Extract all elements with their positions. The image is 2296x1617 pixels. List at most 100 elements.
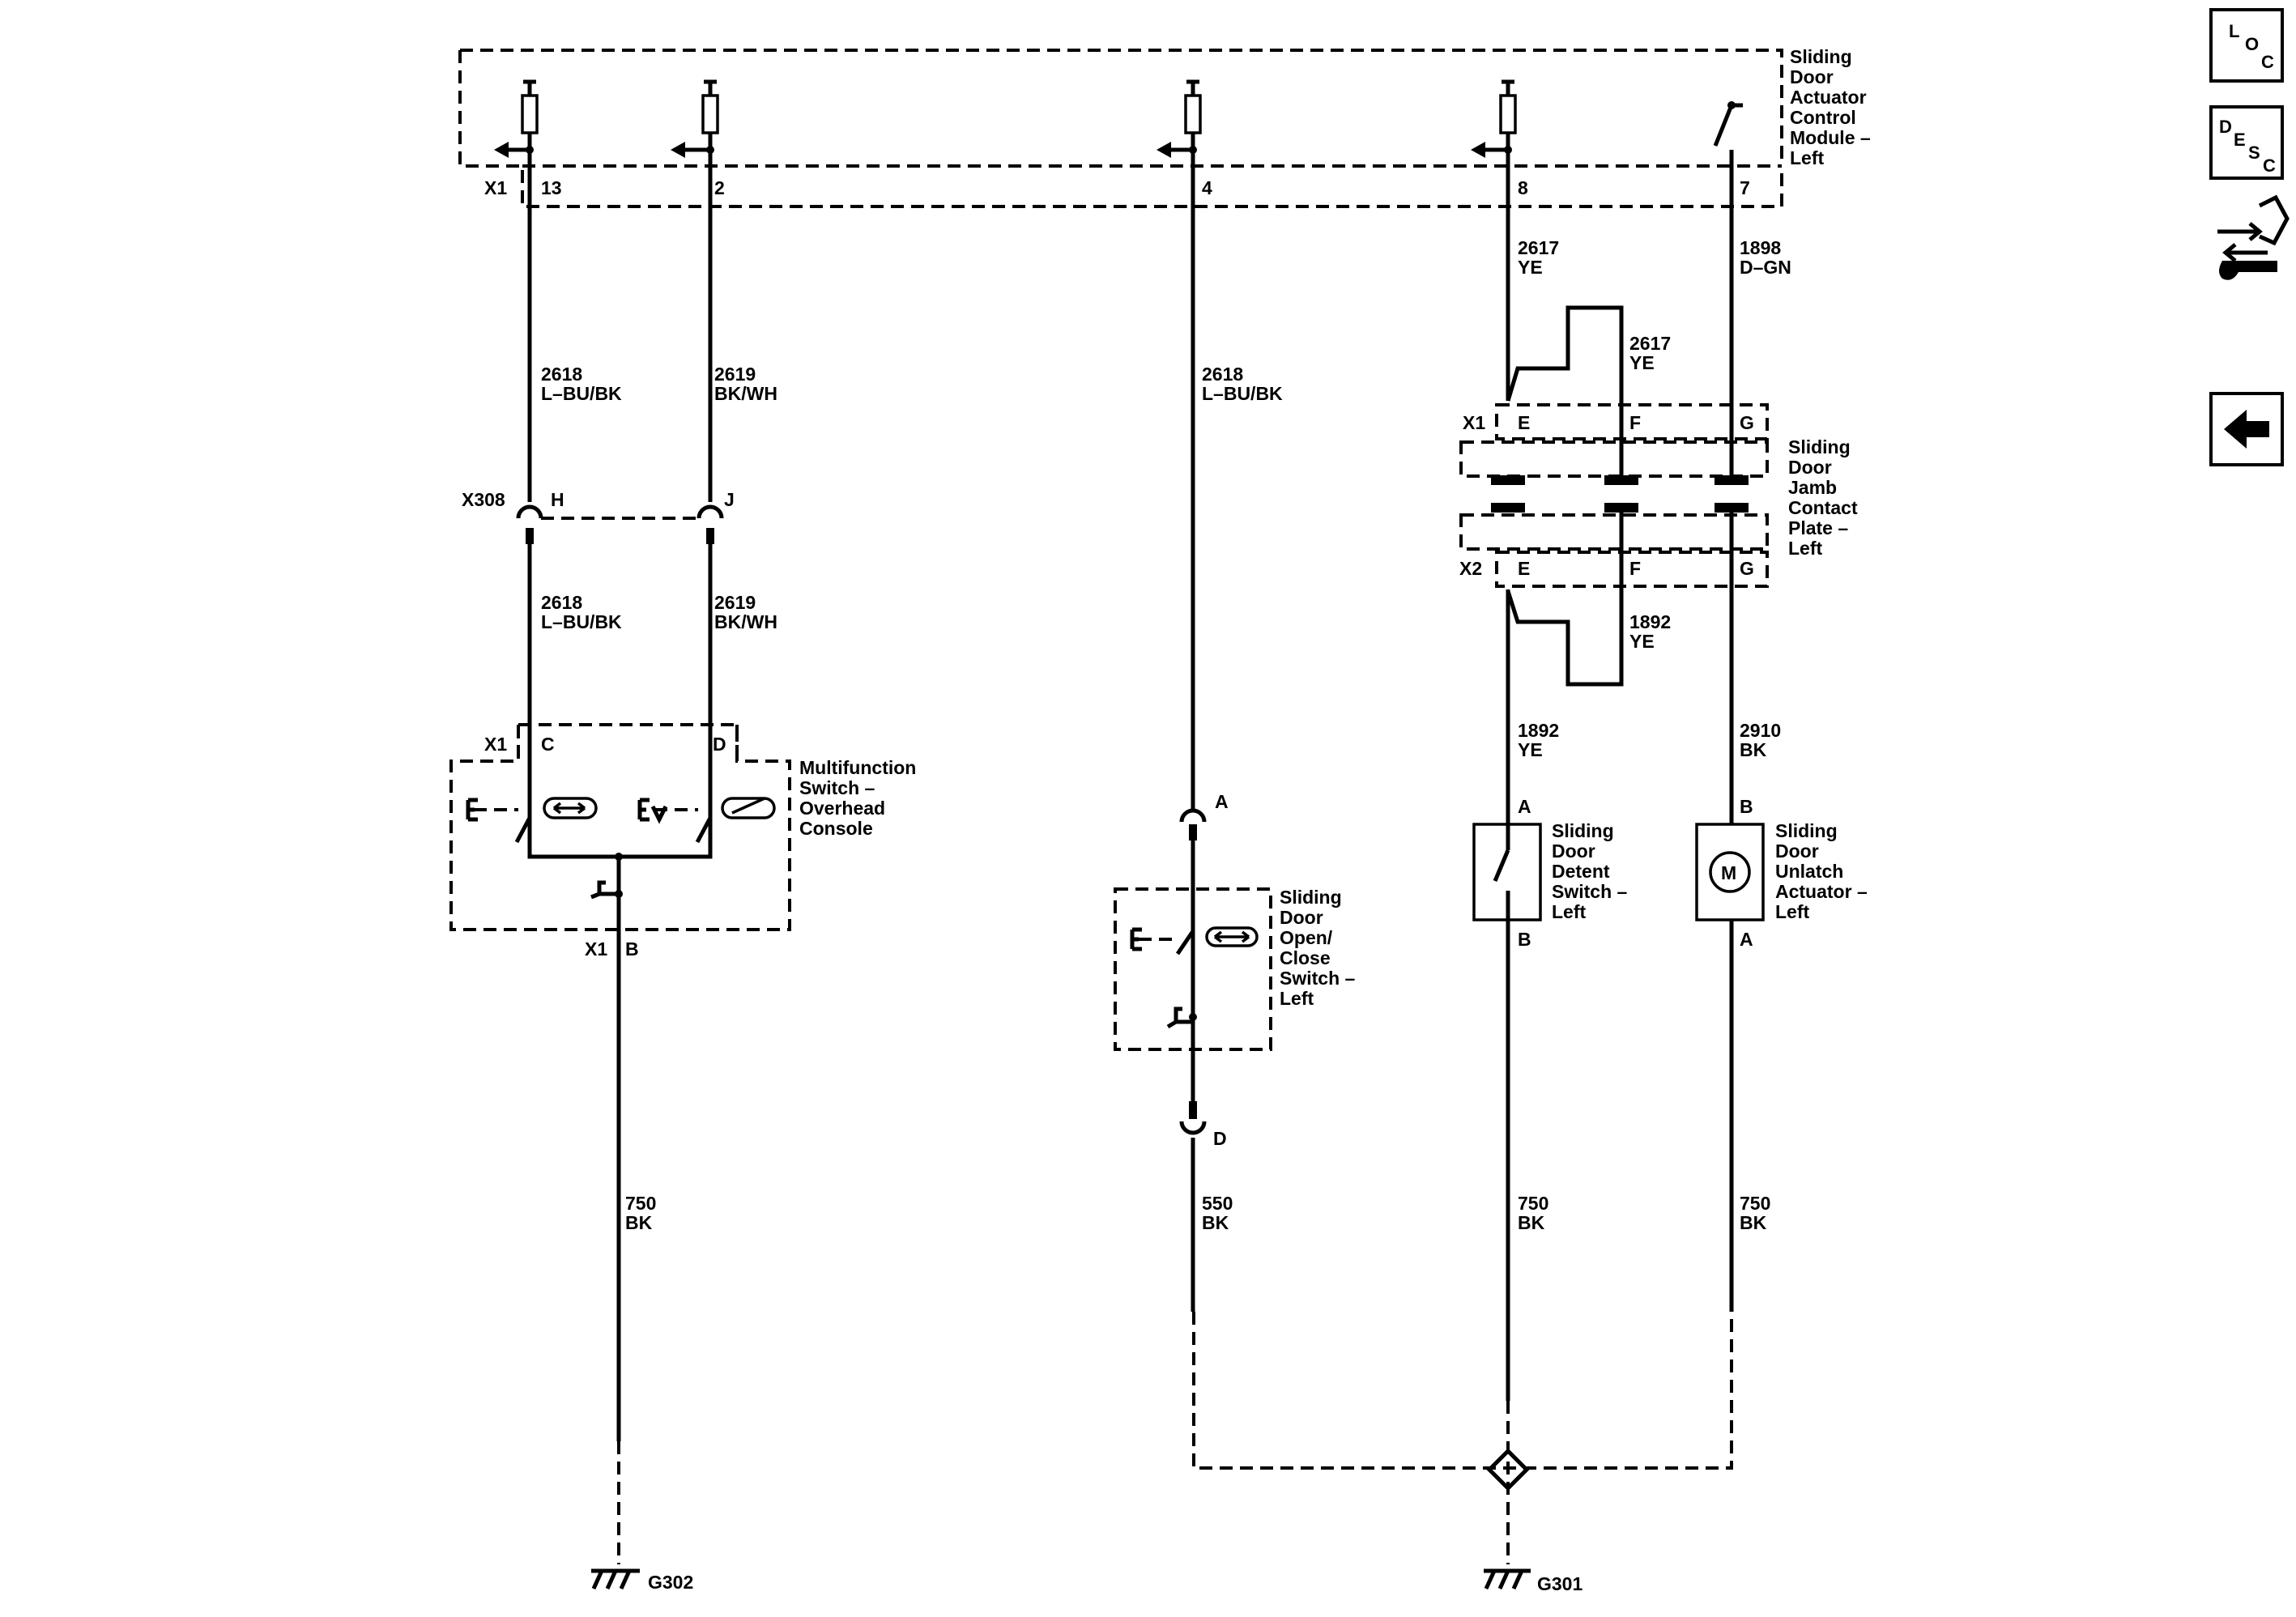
svg-text:BK: BK: [625, 1212, 653, 1233]
svg-text:Left: Left: [1790, 147, 1825, 168]
back-button[interactable]: [2209, 392, 2284, 466]
svg-text:8: 8: [1518, 177, 1528, 198]
svg-text:BK: BK: [1202, 1212, 1229, 1233]
svg-text:X1: X1: [484, 734, 507, 755]
svg-text:2910: 2910: [1740, 720, 1781, 741]
svg-text:YE: YE: [1518, 739, 1543, 760]
open-close-switch-contact: [1130, 926, 1259, 1029]
multifunction-switch-contacts: [466, 797, 776, 900]
svg-text:B: B: [625, 938, 639, 960]
svg-text:Switch –: Switch –: [1552, 881, 1628, 902]
loc-button[interactable]: L O C: [2209, 8, 2284, 83]
back-arrow-icon: [2224, 410, 2269, 449]
svg-text:A: A: [1518, 796, 1531, 817]
svg-text:Switch –: Switch –: [1280, 968, 1356, 989]
svg-text:X1: X1: [484, 177, 507, 198]
svg-text:L–BU/BK: L–BU/BK: [541, 383, 622, 404]
ground-g302-label: G302: [648, 1572, 693, 1593]
svg-text:D–GN: D–GN: [1740, 257, 1791, 278]
svg-text:E: E: [2234, 130, 2246, 150]
svg-text:2618: 2618: [1202, 364, 1243, 385]
svg-text:Module –: Module –: [1790, 127, 1871, 148]
fuse-symbols: [494, 79, 1743, 158]
svg-text:2617: 2617: [1518, 237, 1559, 258]
svg-text:C: C: [2261, 52, 2274, 72]
svg-text:Close: Close: [1280, 947, 1331, 968]
svg-text:2618: 2618: [541, 592, 582, 613]
svg-text:Jamb: Jamb: [1788, 477, 1837, 498]
label-multifunction-switch: Multifunction Switch – Overhead Console: [799, 757, 916, 839]
svg-text:L: L: [2229, 21, 2239, 41]
ground-splice: [1486, 1448, 1530, 1491]
svg-text:1892: 1892: [1518, 720, 1559, 741]
label-unlatch-actuator: Sliding Door Unlatch Actuator – Left: [1775, 820, 1868, 922]
svg-text:X308: X308: [462, 489, 505, 510]
svg-text:2: 2: [714, 177, 725, 198]
wire-labels: 2618 L–BU/BK 2619 BK/WH 2618 L–BU/BK 261…: [541, 237, 1791, 1233]
svg-text:Control: Control: [1790, 107, 1856, 128]
diagnostic-tools-icon[interactable]: [2217, 194, 2290, 280]
label-actuator-module: Sliding Door Actuator Control Module – L…: [1790, 46, 1871, 168]
svg-text:Multifunction: Multifunction: [799, 757, 916, 778]
pin-labels: X1 13 2 4 8 7 X308 H J X1 C D X1 B A D X…: [462, 177, 1754, 1149]
svg-text:B: B: [1740, 796, 1753, 817]
svg-text:M: M: [1721, 862, 1736, 883]
svg-text:Contact: Contact: [1788, 497, 1858, 518]
svg-text:L–BU/BK: L–BU/BK: [541, 611, 622, 632]
svg-text:L–BU/BK: L–BU/BK: [1202, 383, 1283, 404]
ground-g302-symbol: [591, 1568, 640, 1590]
svg-text:2619: 2619: [714, 364, 756, 385]
svg-text:H: H: [551, 489, 564, 510]
svg-text:750: 750: [1740, 1193, 1770, 1214]
svg-text:C: C: [2263, 155, 2276, 176]
svg-text:Left: Left: [1552, 901, 1587, 922]
svg-text:Unlatch: Unlatch: [1775, 861, 1843, 882]
svg-text:Actuator: Actuator: [1790, 87, 1867, 108]
svg-text:F: F: [1629, 558, 1641, 579]
svg-text:Door: Door: [1775, 840, 1819, 862]
svg-text:YE: YE: [1518, 257, 1543, 278]
svg-text:13: 13: [541, 177, 562, 198]
svg-text:O: O: [2245, 34, 2259, 54]
svg-text:2619: 2619: [714, 592, 756, 613]
svg-text:BK: BK: [1740, 1212, 1767, 1233]
svg-text:D: D: [713, 734, 726, 755]
svg-text:7: 7: [1740, 177, 1750, 198]
svg-text:2618: 2618: [541, 364, 582, 385]
multifunction-switch-box: [449, 723, 791, 931]
svg-text:X1: X1: [585, 938, 607, 960]
svg-text:Sliding: Sliding: [1775, 820, 1838, 841]
svg-text:Sliding: Sliding: [1790, 46, 1852, 67]
inline-connectors: [516, 475, 1749, 1135]
svg-text:Left: Left: [1788, 538, 1823, 559]
svg-text:E: E: [1518, 558, 1530, 579]
svg-text:1898: 1898: [1740, 237, 1781, 258]
svg-text:550: 550: [1202, 1193, 1233, 1214]
svg-text:Overhead: Overhead: [799, 798, 885, 819]
svg-text:Console: Console: [799, 818, 873, 839]
svg-text:YE: YE: [1629, 352, 1655, 373]
svg-text:BK/WH: BK/WH: [714, 383, 777, 404]
svg-text:Detent: Detent: [1552, 861, 1610, 882]
svg-text:Left: Left: [1775, 901, 1810, 922]
desc-button[interactable]: D E S C: [2209, 105, 2284, 180]
svg-text:A: A: [1215, 791, 1229, 812]
svg-text:S: S: [2248, 143, 2260, 163]
svg-text:Door: Door: [1552, 840, 1595, 862]
svg-text:C: C: [541, 734, 555, 755]
wire-lines: [527, 150, 1734, 1564]
svg-text:X1: X1: [1463, 412, 1485, 433]
svg-text:Switch –: Switch –: [799, 777, 875, 798]
label-jamb-plate: Sliding Door Jamb Contact Plate – Left: [1788, 436, 1858, 559]
svg-text:750: 750: [1518, 1193, 1548, 1214]
svg-text:D: D: [1213, 1128, 1227, 1149]
svg-text:BK/WH: BK/WH: [714, 611, 777, 632]
svg-text:Sliding: Sliding: [1788, 436, 1851, 457]
svg-text:Actuator –: Actuator –: [1775, 881, 1868, 902]
ground-g301-symbol: [1484, 1568, 1531, 1590]
svg-text:F: F: [1629, 412, 1641, 433]
svg-text:G: G: [1740, 412, 1754, 433]
svg-text:750: 750: [625, 1193, 656, 1214]
svg-text:BK: BK: [1740, 739, 1767, 760]
